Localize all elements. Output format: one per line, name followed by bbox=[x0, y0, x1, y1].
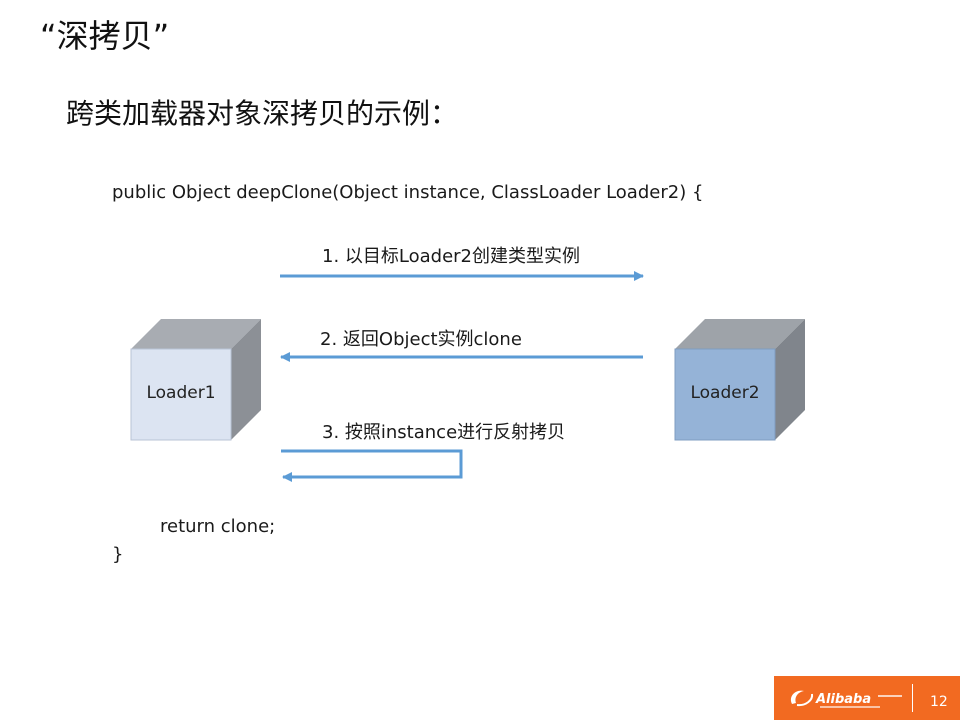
loader2-label: Loader2 bbox=[690, 383, 760, 403]
slide-subtitle: 跨类加载器对象深拷贝的示例： bbox=[66, 97, 459, 130]
code-line-signature: public Object deepClone(Object instance,… bbox=[112, 182, 704, 203]
loader1-box-top bbox=[131, 319, 261, 349]
arrow-step3 bbox=[281, 449, 463, 482]
loader1-label: Loader1 bbox=[146, 383, 216, 403]
loader2-box-side bbox=[775, 319, 805, 440]
code-line-return: return clone; bbox=[160, 516, 276, 537]
step3-label: 3. 按照instance进行反射拷贝 bbox=[322, 422, 566, 443]
loader2-box bbox=[674, 319, 805, 441]
footer-divider bbox=[912, 684, 913, 712]
loader1-box bbox=[130, 319, 261, 441]
slide-title: “深拷贝” bbox=[40, 17, 170, 55]
code-line-close-brace: } bbox=[112, 544, 124, 565]
loader2-box-top bbox=[675, 319, 805, 349]
loader1-box-side bbox=[231, 319, 261, 440]
page-number: 12 bbox=[930, 694, 948, 710]
loader1-box-front bbox=[130, 348, 232, 441]
step1-label: 1. 以目标Loader2创建类型实例 bbox=[322, 246, 581, 267]
footer-bar: Alibaba 12 bbox=[774, 676, 960, 720]
svg-text:Alibaba: Alibaba bbox=[815, 692, 871, 707]
alibaba-logo: Alibaba bbox=[790, 690, 902, 708]
loader2-box-front bbox=[674, 348, 776, 441]
step2-label: 2. 返回Object实例clone bbox=[320, 329, 522, 350]
